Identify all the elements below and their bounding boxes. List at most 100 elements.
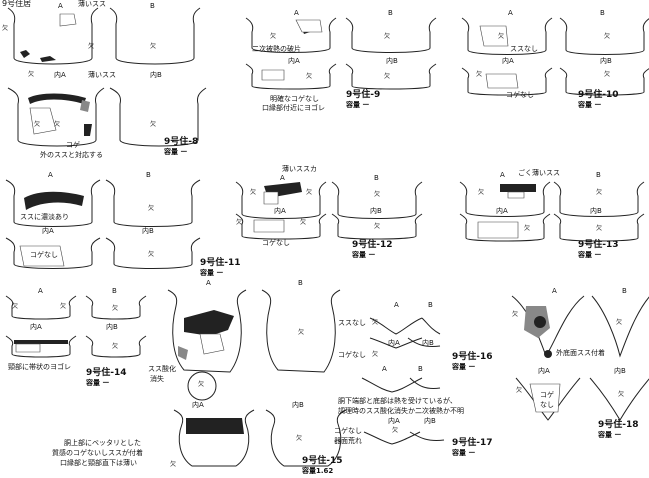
label-missing: 欠 (150, 121, 157, 128)
note-no-koge: コゲなし (30, 251, 58, 259)
note-none: なし (540, 401, 554, 409)
figure-10-caption: 9号住-10 容量 ー (578, 90, 619, 110)
label-a: A (508, 9, 513, 17)
note-no-koge: コゲなし (338, 351, 366, 359)
label-inner-a: 内A (496, 207, 508, 215)
label-missing: 欠 (604, 33, 611, 40)
label-inner-a: 内A (288, 57, 300, 65)
label-missing: 欠 (300, 219, 307, 226)
label-missing: 欠 (476, 71, 483, 78)
note-koge: コゲ (66, 141, 80, 149)
label-missing: 欠 (596, 225, 603, 232)
label-missing: 欠 (112, 305, 119, 312)
note-fig15-1: 胴上部にベッタリとした (64, 439, 141, 447)
label-inner-a: 内A (192, 401, 204, 409)
label-missing: 欠 (616, 319, 623, 326)
label-missing: 欠 (372, 319, 379, 326)
label-b: B (146, 171, 151, 179)
figure-16-caption: 9号住-16 容量 ー (452, 352, 493, 372)
label-missing: 欠 (250, 189, 257, 196)
label-inner-b: 内B (386, 57, 398, 65)
label-missing: 欠 (392, 427, 399, 434)
label-missing: 欠 (384, 33, 391, 40)
label-a: A (500, 171, 505, 179)
note-koge: コゲ (540, 391, 554, 399)
label-b: B (596, 171, 601, 179)
figure-8-drawing (7, 7, 207, 147)
figure-12-caption: 9号住-12 容量 ー (352, 240, 393, 260)
note-fig9-2: 口縁部付近にヨゴレ (262, 104, 325, 112)
label-missing: 欠 (150, 43, 157, 50)
figure-14-caption: 9号住-14 容量 ー (86, 368, 127, 388)
label-missing: 欠 (374, 223, 381, 230)
note-no-koge: コゲなし (506, 91, 534, 99)
label-inner-b: 内B (292, 401, 304, 409)
figure-capacity: 容量 ー (452, 363, 476, 371)
label-b: B (600, 9, 605, 17)
figure-name: 9号住-9 (346, 90, 381, 100)
label-missing: 欠 (512, 311, 519, 318)
note-thin-soot: 薄いスス (78, 0, 106, 8)
label-a: A (206, 279, 211, 287)
figure-capacity: 容量 ー (578, 251, 602, 259)
label-missing: 欠 (604, 71, 611, 78)
label-missing: 欠 (270, 33, 277, 40)
label-missing: 欠 (374, 191, 381, 198)
note-outer-bottom-soot: 外底面スス付着 (556, 349, 605, 357)
note-thin-soot: 薄いスス (88, 71, 116, 79)
label-inner-a: 内A (274, 207, 286, 215)
figure-10-drawing (461, 17, 649, 96)
label-a: A (382, 365, 387, 373)
figure-16-17-drawing (361, 317, 445, 445)
note-soot-oxidized: スス酸化 (148, 365, 176, 373)
figure-18-drawing (511, 295, 649, 421)
figure-18-caption: 9号住-18 容量 ー (598, 420, 639, 440)
label-missing: 欠 (198, 381, 205, 388)
label-missing: 欠 (372, 351, 379, 358)
label-b: B (388, 9, 393, 17)
figure-9-caption: 9号住-9 容量 ー (346, 90, 380, 110)
figure-capacity: 容量1.62 (302, 467, 334, 475)
label-inner-a: 内A (42, 227, 54, 235)
note-vanished: 消失 (150, 375, 164, 383)
label-inner-b: 内B (150, 71, 162, 79)
figure-11-caption: 9号住-11 容量 ー (200, 258, 241, 278)
label-inner-b: 内B (422, 339, 434, 347)
label-missing: 欠 (12, 303, 19, 310)
figure-15-drawing (167, 289, 347, 467)
label-missing: 欠 (88, 43, 95, 50)
label-inner-a: 内A (502, 57, 514, 65)
label-missing: 欠 (524, 225, 531, 232)
label-missing: 欠 (170, 461, 177, 468)
figure-name: 9号住-17 (452, 438, 493, 448)
figure-17-caption: 9号住-17 容量 ー (452, 438, 493, 458)
label-b: B (374, 174, 379, 182)
label-a: A (58, 2, 63, 10)
label-missing: 欠 (384, 73, 391, 80)
figure-12-drawing (235, 181, 423, 240)
label-inner-a: 内A (30, 323, 42, 331)
note-no-soot: ススなし (510, 45, 538, 53)
label-b: B (428, 301, 433, 309)
note-fig8: 外のススと対応する (40, 151, 103, 159)
note-surface-rough: 器面荒れ (334, 437, 362, 445)
label-missing: 欠 (516, 387, 523, 394)
label-missing: 欠 (618, 391, 625, 398)
figure-name: 9号住-11 (200, 258, 241, 268)
note-fig17-1: 胴下端部と底部は熱を受けているが、 (338, 397, 457, 405)
note-no-soot: ススなし (338, 319, 366, 327)
label-b: B (150, 2, 155, 10)
figure-9-drawing (245, 17, 437, 90)
figure-capacity: 容量 ー (578, 101, 602, 109)
figure-name: 9号住-14 (86, 368, 127, 378)
label-missing: 欠 (236, 219, 243, 226)
figure-name: 9号住-16 (452, 352, 493, 362)
label-missing: 欠 (60, 303, 67, 310)
figure-name: 9号住-8 (164, 137, 199, 147)
note-fig9-1: 明確なコゲなし (270, 95, 319, 103)
note-no-koge: コゲなし (262, 239, 290, 247)
label-inner-b: 内B (106, 323, 118, 331)
label-a: A (294, 9, 299, 17)
label-a: A (394, 301, 399, 309)
